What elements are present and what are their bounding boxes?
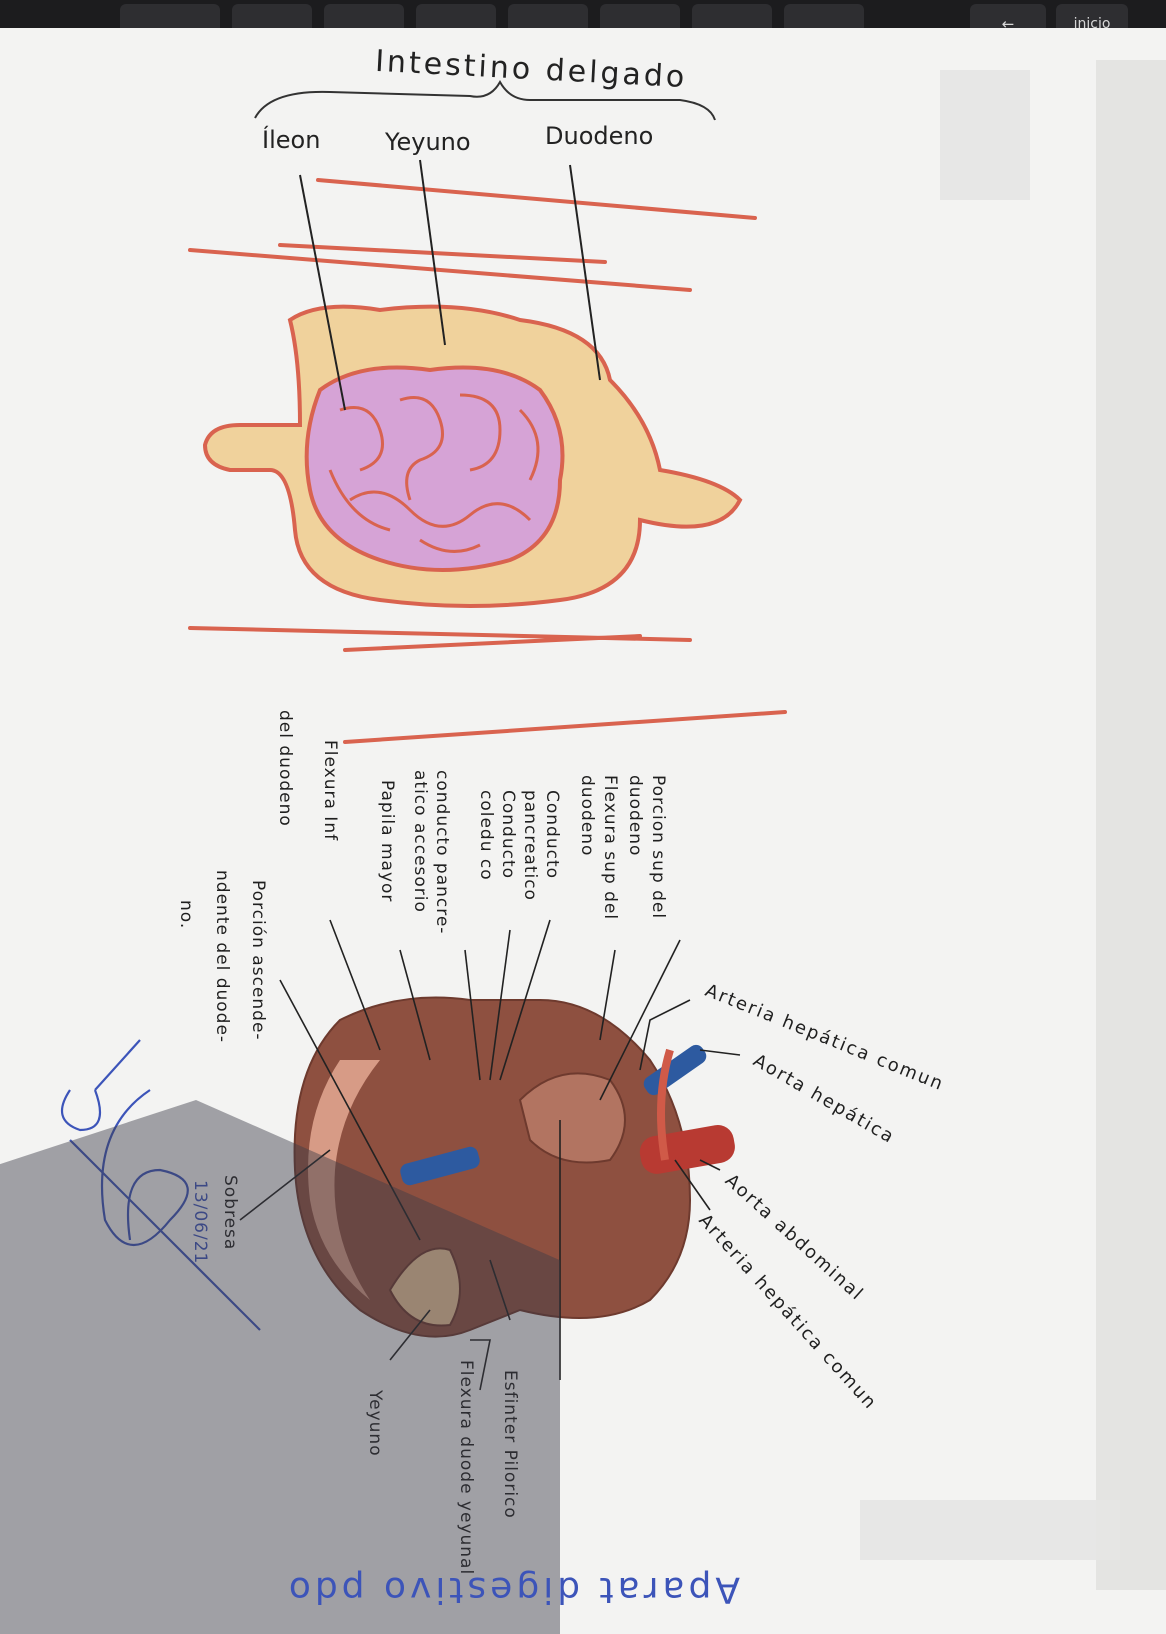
label-porcion-asc: Porción ascende-	[248, 880, 268, 1041]
label-flexura-sup: Flexura sup del	[600, 775, 620, 920]
label-ileon: Íleon	[262, 126, 320, 154]
label-conducto-acc: conducto pancre-	[432, 770, 452, 934]
label-porcion-sup-2: duodeno	[625, 775, 645, 856]
label-conducto-panc: Conducto	[542, 790, 562, 879]
label-porcion-sup: Porcion sup del	[648, 775, 668, 919]
label-duodeno: Duodeno	[545, 122, 653, 150]
label-conducto-acc-2: atico accesorio	[410, 770, 430, 913]
label-yeyuno: Yeyuno	[385, 128, 471, 156]
label-papila-mayor: Papila mayor	[377, 780, 397, 902]
label-conducto-panc-2: pancreatico	[520, 790, 540, 901]
label-porcion-asc-2: ndente del duode-	[212, 870, 232, 1043]
label-flexura-sup-2: duodeno	[577, 775, 597, 856]
footer-text: Aparat digestivo pdo	[285, 1569, 740, 1610]
label-flexura-inf-2: del duodeno	[275, 710, 295, 827]
label-conducto-col: Conducto	[498, 790, 518, 879]
label-porcion-asc-3: no.	[176, 900, 196, 929]
label-conducto-col-2: coledu co	[476, 790, 496, 881]
label-flexura-inf: Flexura Inf	[320, 740, 340, 841]
